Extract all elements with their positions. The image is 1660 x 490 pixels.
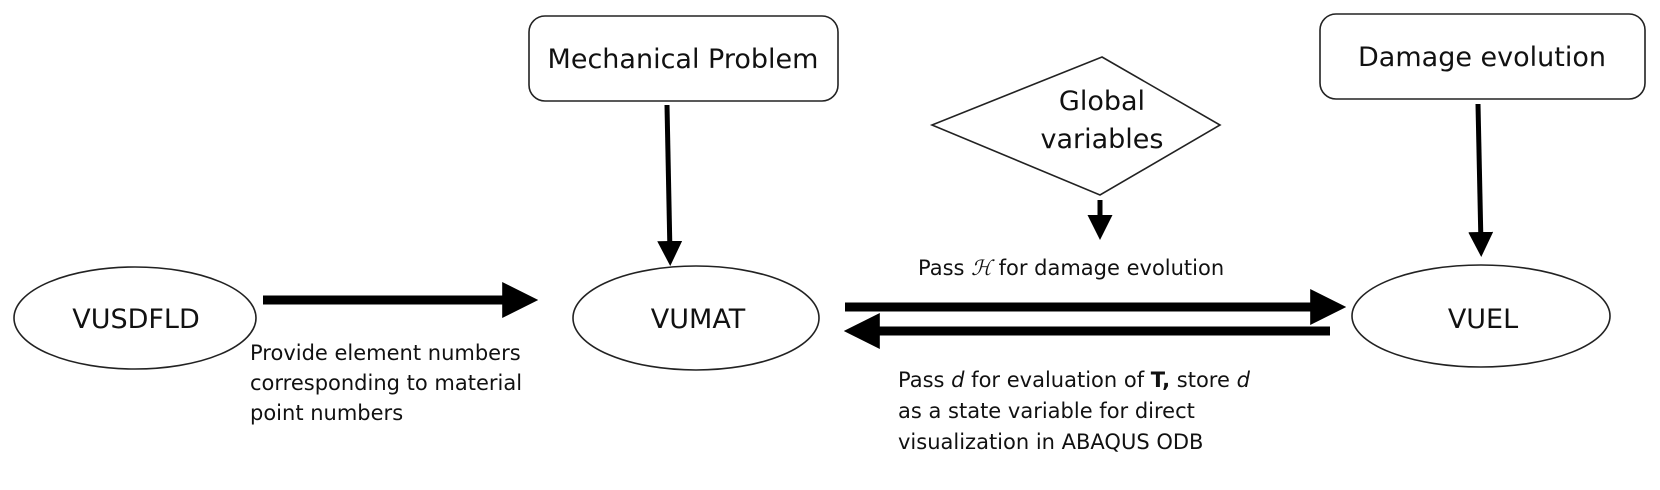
mechanical-problem-to-vumat-arrow: [657, 104, 683, 266]
traction-symbol: T,: [1151, 368, 1170, 392]
vusdfld-to-vumat-label: Provide element numbers corresponding to…: [250, 341, 522, 425]
vuel-label: VUEL: [1448, 304, 1518, 335]
damage-evolution-to-vuel-arrow: [1468, 103, 1494, 257]
global-variables-label-line2: variables: [1041, 124, 1164, 155]
edge-label-prefix: Pass: [918, 256, 971, 280]
text-part: for evaluation of: [965, 368, 1151, 392]
mechanical-problem-node: Mechanical Problem: [528, 15, 839, 102]
edge-label-suffix: for damage evolution: [992, 256, 1224, 280]
global-variables-label-line1: Global: [1059, 86, 1145, 117]
damage-variable-symbol: d: [1237, 368, 1251, 392]
vuel-to-vumat-label: Pass d for evaluation of T, store d as a…: [898, 368, 1251, 454]
edge-label-line: Pass d for evaluation of T, store d: [898, 368, 1251, 392]
vumat-to-vuel-label: Pass ℋ for damage evolution: [918, 256, 1224, 280]
edge-label-line: corresponding to material: [250, 371, 522, 395]
vuel-node: VUEL: [1351, 264, 1611, 368]
damage-variable-symbol: d: [951, 368, 965, 392]
history-variable-symbol: ℋ: [971, 256, 995, 280]
vumat-label: VUMAT: [651, 304, 746, 335]
edge-label-line: point numbers: [250, 401, 403, 425]
damage-evolution-label: Damage evolution: [1358, 42, 1606, 73]
edge-label-line: Provide element numbers: [250, 341, 521, 365]
edge-label-line: visualization in ABAQUS ODB: [898, 430, 1203, 454]
text-part: store: [1170, 368, 1236, 392]
vusdfld-node: VUSDFLD: [13, 266, 257, 370]
text-part: Pass: [898, 368, 951, 392]
vumat-node: VUMAT: [572, 265, 820, 371]
mechanical-problem-label: Mechanical Problem: [548, 44, 819, 75]
edge-label-line: as a state variable for direct: [898, 399, 1195, 423]
damage-evolution-node: Damage evolution: [1319, 13, 1646, 100]
vusdfld-label: VUSDFLD: [72, 304, 200, 335]
global-variables-node: Global variables: [929, 56, 1222, 196]
